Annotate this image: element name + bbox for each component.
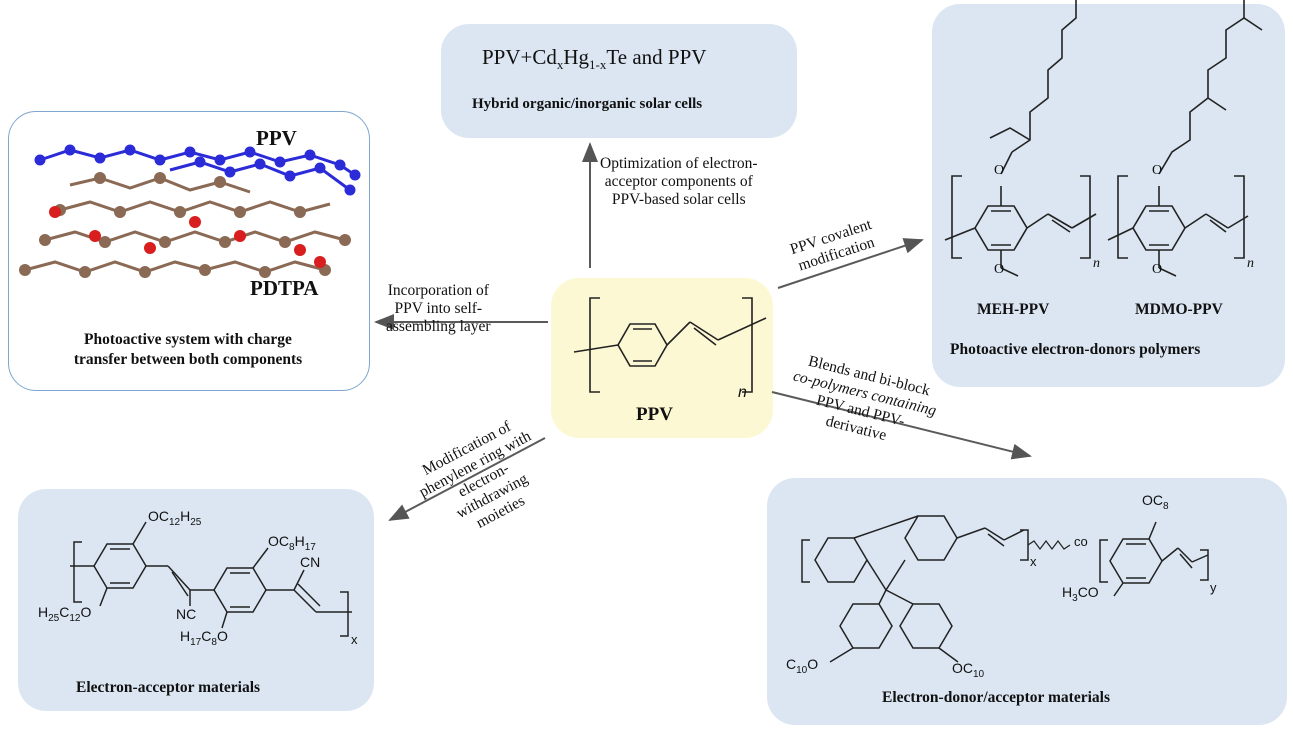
meh-ppv-structure xyxy=(944,0,1097,277)
acceptor-h17c8o: H17C8O xyxy=(180,628,228,648)
acceptor-structure xyxy=(70,521,352,637)
donor-x: x xyxy=(1030,554,1037,569)
arrow-up-label-line: acceptor components of xyxy=(604,173,753,190)
oc8-sub-b: 17 xyxy=(304,541,316,553)
ppv-chain xyxy=(34,144,361,196)
label-ppv: PPV xyxy=(256,126,297,150)
arrow-up-label-line: PPV-based solar cells xyxy=(611,191,746,208)
right-box-caption: Photoactive electron-donors polymers xyxy=(950,341,1201,358)
oc12-sub-b: 25 xyxy=(190,516,202,528)
donor-oc10: OC10 xyxy=(952,660,984,680)
h25-c: C xyxy=(59,604,70,620)
oc12-o: OC xyxy=(148,508,169,524)
copolymer-structure xyxy=(801,515,1209,663)
donor-oc8-sub: 8 xyxy=(1163,500,1169,512)
label-mdmo-ppv: MDMO-PPV xyxy=(1135,301,1223,318)
donor-oc8: OC8 xyxy=(1142,492,1169,512)
donor-c10o-tail: O xyxy=(807,656,819,672)
formula-suffix: Te and PPV xyxy=(606,45,707,69)
left-box-caption-line2: transfer between both components xyxy=(73,351,303,368)
n-mdmo: n xyxy=(1247,256,1254,271)
oxygen-atoms xyxy=(49,206,326,268)
center-box xyxy=(551,278,773,438)
top-box xyxy=(441,24,797,138)
formula-hg: Hg xyxy=(563,45,590,69)
oc12-sub-a: 12 xyxy=(169,516,181,528)
acceptor-oc12h25: OC12H25 xyxy=(148,508,201,528)
bottom-right-box xyxy=(767,478,1287,725)
acceptor-nc: NC xyxy=(176,606,197,622)
formula-prefix: PPV+Cd xyxy=(482,45,557,69)
donor-c10o-sub: 10 xyxy=(796,664,808,676)
arrows xyxy=(374,142,1032,521)
h25-sub-b: 12 xyxy=(69,612,81,624)
h17-c: C xyxy=(201,628,212,644)
h17-o: O xyxy=(216,628,228,644)
h17-sub-b: 8 xyxy=(211,636,217,648)
donor-c10o: C10O xyxy=(786,656,818,676)
arrow-downleft xyxy=(388,437,546,521)
donor-h3co-sub: 3 xyxy=(1072,592,1078,604)
n-meh: n xyxy=(1093,256,1100,271)
top-box-subtitle: Hybrid organic/inorganic solar cells xyxy=(472,96,703,112)
donor-c10o-c: C xyxy=(786,656,797,672)
bottom-right-caption: Electron-donor/acceptor materials xyxy=(882,689,1110,706)
formula-sub-x: x xyxy=(556,57,564,73)
arrow-upright xyxy=(777,238,924,289)
donor-h3co: H3CO xyxy=(1062,584,1099,604)
acceptor-x: x xyxy=(351,632,358,647)
right-box xyxy=(932,4,1285,387)
pdtpa-chains xyxy=(19,172,351,278)
oc8-o: OC xyxy=(268,533,289,549)
h25-h: H xyxy=(38,604,49,620)
arrow-left-label: Incorporation of PPV into self- assembli… xyxy=(386,282,491,336)
h17-sub-a: 17 xyxy=(190,636,202,648)
molecular-model xyxy=(19,144,361,278)
mdmo-ppv-structure xyxy=(1107,0,1263,277)
label-meh-ppv: MEH-PPV xyxy=(977,301,1050,318)
bottom-left-caption: Electron-acceptor materials xyxy=(76,679,261,696)
donor-oc10-o: OC xyxy=(952,660,973,676)
left-box-caption-line1: Photoactive system with charge xyxy=(84,331,292,348)
acceptor-oc8h17: OC8H17 xyxy=(268,533,316,553)
arrow-left-label-line: PPV into self- xyxy=(394,300,483,317)
donor-co: co xyxy=(1074,534,1088,549)
o-label-mdmo-bottom: O xyxy=(1152,262,1163,277)
formula-sub-1x: 1-x xyxy=(589,57,607,73)
acceptor-h25c12o: H25C12O xyxy=(38,604,91,624)
oc12-h: H xyxy=(180,508,191,524)
arrow-up-label: Optimization of electron- acceptor compo… xyxy=(600,155,758,209)
arrow-left-label-line: assembling layer xyxy=(386,318,491,335)
top-box-formula: PPV+CdxHg1-xTe and PPV xyxy=(482,45,706,73)
donor-h3co-tail: CO xyxy=(1077,584,1099,600)
arrow-left-label-line: Incorporation of xyxy=(387,282,489,299)
center-ppv-label: PPV xyxy=(636,404,673,425)
donor-oc10-sub: 10 xyxy=(973,668,985,680)
o-label-meh: O xyxy=(994,163,1005,178)
o-label-mdmo: O xyxy=(1152,163,1163,178)
acceptor-cn: CN xyxy=(300,554,321,570)
oc8-sub-a: 8 xyxy=(289,541,295,553)
h25-sub-a: 25 xyxy=(48,612,60,624)
o-label-meh-bottom: O xyxy=(994,262,1005,277)
donor-oc8-o: OC xyxy=(1142,492,1163,508)
oc8-h: H xyxy=(294,533,305,549)
h17-h: H xyxy=(180,628,191,644)
left-box-caption: Photoactive system with charge transfer … xyxy=(8,330,368,370)
donor-h3co-h: H xyxy=(1062,584,1073,600)
h25-o: O xyxy=(80,604,92,620)
label-pdtpa: PDTPA xyxy=(250,276,319,300)
arrow-downright xyxy=(771,391,1032,460)
ppv-structure xyxy=(573,297,767,393)
donor-y: y xyxy=(1210,580,1217,595)
arrow-up-label-line: Optimization of electron- xyxy=(600,155,758,172)
center-n: n xyxy=(738,384,747,401)
